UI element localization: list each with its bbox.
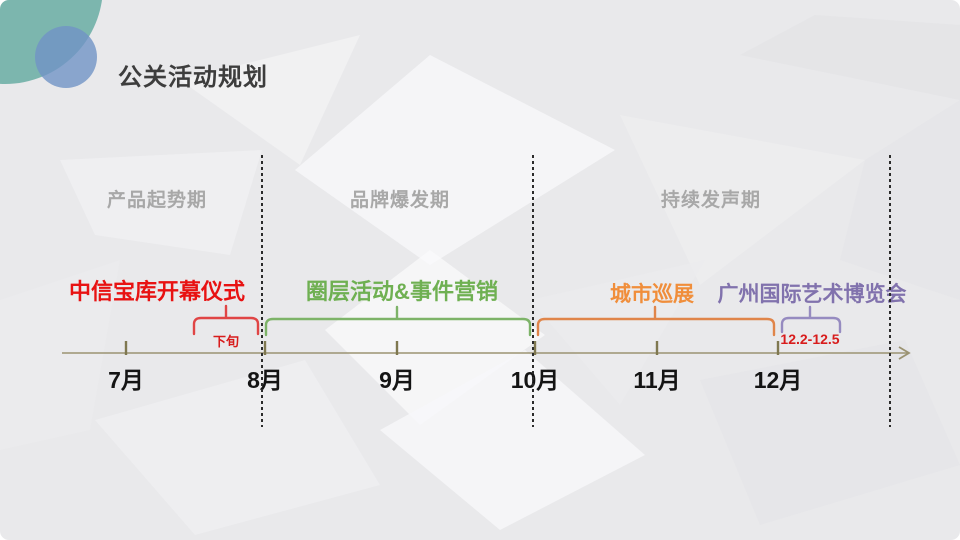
phase-label-sustained-voice: 持续发声期	[660, 190, 762, 211]
timeline-month-aug: 8月	[247, 367, 283, 393]
timeline-month-sep: 9月	[379, 367, 415, 393]
event-label-art-expo: 广州国际艺术博览会	[717, 283, 907, 306]
phase-label-product-rise: 产品起势期	[106, 190, 208, 211]
page-title: 公关活动规划	[118, 64, 268, 91]
event-label-city-tour: 城市巡展	[610, 283, 694, 306]
timeline-month-dec: 12月	[753, 367, 803, 393]
event-label-circle-marketing: 圈层活动&事件营销	[306, 279, 498, 304]
phase-separator-line-2	[532, 155, 534, 427]
timeline-month-oct: 10月	[510, 367, 560, 393]
timeline-axis	[62, 341, 911, 360]
brace-art-expo	[780, 305, 842, 334]
event-label-opening-ceremony: 中信宝库开幕仪式	[68, 279, 246, 304]
phase-separator-line-1	[261, 155, 263, 427]
timeline-month-jul: 7月	[108, 367, 144, 393]
phase-separator-line-3	[889, 155, 891, 427]
brace-opening-ceremony	[192, 304, 260, 336]
timeline-arrow-icon	[898, 346, 911, 360]
brace-circle-marketing	[264, 305, 532, 337]
date-note-expo-dates: 12.2-12.5	[780, 331, 840, 347]
date-note-late-month: 下旬	[212, 334, 240, 349]
timeline-month-nov: 11月	[633, 367, 681, 393]
phase-label-brand-burst: 品牌爆发期	[349, 190, 451, 211]
brace-city-tour	[536, 305, 776, 337]
blue-circle-decoration	[35, 26, 97, 88]
